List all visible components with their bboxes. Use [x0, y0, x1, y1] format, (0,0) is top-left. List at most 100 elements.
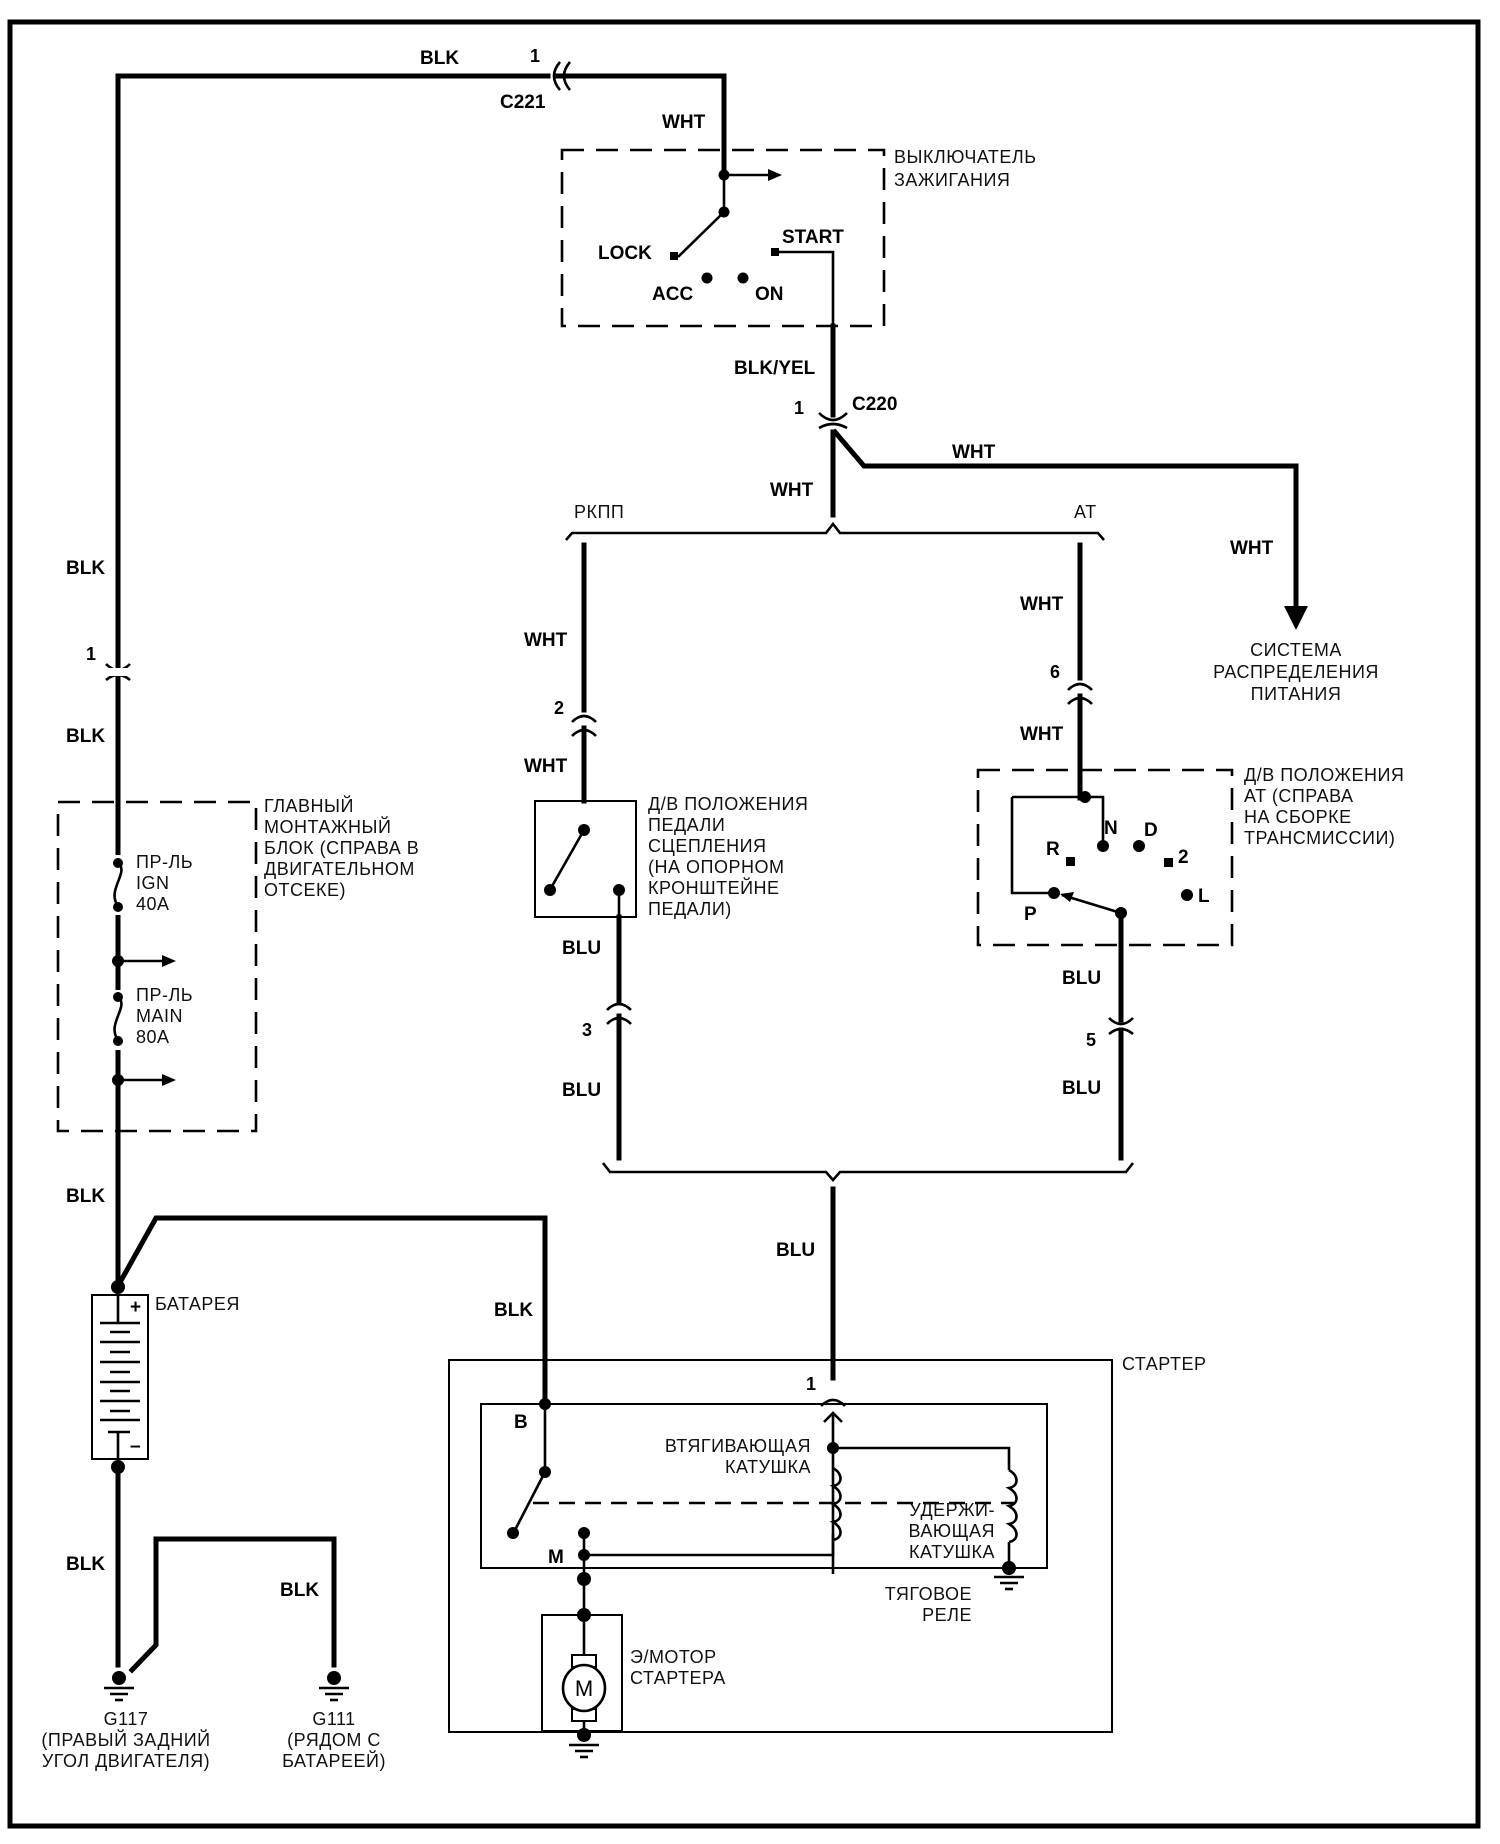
ign-pos-acc: ACC: [652, 284, 693, 305]
wire-label-blk-left-3: BLK: [66, 1186, 105, 1207]
wire-label-wht-clutch-2: WHT: [524, 756, 568, 777]
svg-text:РЕЛЕ: РЕЛЕ: [922, 1605, 972, 1625]
power-dist-line-1: СИСТЕМА: [1250, 640, 1342, 660]
svg-text:МОНТАЖНЫЙ: МОНТАЖНЫЙ: [264, 816, 391, 837]
svg-text:(ПРАВЫЙ ЗАДНИЙ: (ПРАВЫЙ ЗАДНИЙ: [41, 1729, 210, 1750]
at-position-switch: [976, 768, 1234, 947]
svg-text:IGN: IGN: [136, 873, 170, 893]
svg-text:ТЯГОВОЕ: ТЯГОВОЕ: [885, 1584, 972, 1604]
ign-pos-on: ON: [755, 284, 784, 305]
at-pos-d: D: [1144, 820, 1158, 841]
svg-text:КРОНШТЕЙНЕ: КРОНШТЕЙНЕ: [648, 877, 780, 898]
at-pos-r: R: [1046, 839, 1060, 860]
solenoid-box: [480, 1403, 1048, 1569]
wire-label-blu-clutch-1: BLU: [562, 938, 601, 959]
arrow-right-icon: [162, 955, 176, 967]
starter-motor-label: Э/МОТОР СТАРТЕРА: [630, 1647, 726, 1688]
clutch-top-pin: 2: [554, 698, 564, 718]
svg-text:MAIN: MAIN: [136, 1006, 183, 1026]
wire-label-wht-right: WHT: [952, 442, 996, 463]
wire-label-blk-top: BLK: [420, 48, 459, 69]
wire-label-blk-starter: BLK: [494, 1300, 533, 1321]
hold-coil-label: УДЕРЖИ- ВАЮЩАЯ КАТУШКА: [909, 1500, 995, 1562]
starter-terminal-m: M: [548, 1547, 564, 1568]
fuse-ign-label: ПР-ЛЬ IGN 40A: [136, 852, 193, 914]
wire-label-wht-at-1: WHT: [1020, 594, 1064, 615]
wire-label-blk-g111: BLK: [280, 1580, 319, 1601]
starter-assembly: [448, 1359, 1113, 1759]
arrow-right-icon: [768, 169, 782, 181]
ignition-switch-title-2: ЗАЖИГАНИЯ: [894, 170, 1010, 190]
c220-label: C220: [852, 394, 897, 415]
svg-text:(РЯДОМ С: (РЯДОМ С: [287, 1730, 381, 1750]
svg-text:КАТУШКА: КАТУШКА: [725, 1457, 811, 1477]
at-pos-n: N: [1104, 818, 1118, 839]
arrow-down-icon: [1284, 606, 1308, 630]
pull-in-coil-label: ВТЯГИВАЮЩАЯ КАТУШКА: [665, 1436, 811, 1477]
ign-pos-start: START: [782, 227, 844, 248]
svg-text:ПЕДАЛИ): ПЕДАЛИ): [648, 899, 732, 919]
svg-text:40A: 40A: [136, 894, 170, 914]
svg-text:БЛОК (СПРАВА В: БЛОК (СПРАВА В: [264, 838, 419, 858]
clutch-bottom-pin: 3: [582, 1020, 592, 1040]
battery-minus: –: [130, 1436, 141, 1457]
svg-text:Д/В ПОЛОЖЕНИЯ: Д/В ПОЛОЖЕНИЯ: [1244, 765, 1404, 785]
wire-blk-battery-to-starter: [114, 1215, 548, 1407]
at-bottom-pin: 5: [1086, 1030, 1096, 1050]
at-switch-description: Д/В ПОЛОЖЕНИЯ AT (СПРАВА НА СБОРКЕ ТРАНС…: [1244, 765, 1404, 848]
wire-label-wht-pd: WHT: [1230, 538, 1274, 559]
main-fuse-block: [56, 800, 258, 1133]
svg-text:80A: 80A: [136, 1027, 170, 1047]
starter-label: СТАРТЕР: [1122, 1354, 1207, 1374]
svg-text:ВАЮЩАЯ: ВАЮЩАЯ: [909, 1521, 995, 1541]
wire-label-wht-down: WHT: [770, 480, 814, 501]
at-pos-l: L: [1198, 886, 1210, 907]
wire-label-blu-at-1: BLU: [1062, 968, 1101, 989]
svg-text:G117: G117: [104, 1709, 149, 1729]
svg-text:НА СБОРКЕ: НА СБОРКЕ: [1244, 807, 1352, 827]
ground-g111-label: G111 (РЯДОМ С БАТАРЕЕЙ): [282, 1709, 386, 1771]
connector-c220: [818, 412, 848, 430]
svg-text:Д/В ПОЛОЖЕНИЯ: Д/В ПОЛОЖЕНИЯ: [648, 794, 808, 814]
svg-text:(НА ОПОРНОМ: (НА ОПОРНОМ: [648, 857, 784, 877]
svg-text:ПЕДАЛИ: ПЕДАЛИ: [648, 815, 725, 835]
svg-text:ТРАНСМИССИИ): ТРАНСМИССИИ): [1244, 828, 1395, 848]
svg-text:БАТАРЕЕЙ): БАТАРЕЕЙ): [282, 1750, 386, 1771]
clutch-switch-description: Д/В ПОЛОЖЕНИЯ ПЕДАЛИ СЦЕПЛЕНИЯ (НА ОПОРН…: [648, 794, 808, 919]
ignition-switch-title-1: ВЫКЛЮЧАТЕЛЬ: [894, 147, 1037, 167]
battery-plus: +: [130, 1297, 141, 1318]
starter-connector-pin: 1: [806, 1374, 816, 1394]
fuse-block-description: ГЛАВНЫЙ МОНТАЖНЫЙ БЛОК (СПРАВА В ДВИГАТЕ…: [264, 795, 419, 900]
wire-label-blu-clutch-2: BLU: [562, 1080, 601, 1101]
wire-label-wht-clutch-1: WHT: [524, 630, 568, 651]
svg-text:УГОЛ ДВИГАТЕЛЯ): УГОЛ ДВИГАТЕЛЯ): [42, 1751, 210, 1771]
motor-symbol: M: [575, 1676, 593, 1701]
left-connector-pin: 1: [86, 644, 96, 664]
wire-label-blu-starter: BLU: [776, 1240, 815, 1261]
at-pos-p: P: [1024, 904, 1037, 925]
wire-label-wht-ign: WHT: [662, 112, 706, 133]
c220-pin: 1: [794, 398, 804, 418]
svg-text:СТАРТЕРА: СТАРТЕРА: [630, 1668, 726, 1688]
wire-label-blu-at-2: BLU: [1062, 1078, 1101, 1099]
arrow-right-icon: [162, 1074, 176, 1086]
c221-label: C221: [500, 92, 546, 113]
ground-g117-icon: [104, 1671, 134, 1702]
svg-text:ПР-ЛЬ: ПР-ЛЬ: [136, 985, 193, 1005]
brace-top: [565, 521, 1105, 541]
brace-bottom: [601, 1162, 1135, 1182]
svg-text:ОТСЕКЕ): ОТСЕКЕ): [264, 880, 346, 900]
at-top-pin: 6: [1050, 662, 1060, 682]
svg-text:СЦЕПЛЕНИЯ: СЦЕПЛЕНИЯ: [648, 836, 767, 856]
svg-text:ВТЯГИВАЮЩАЯ: ВТЯГИВАЮЩАЯ: [665, 1436, 811, 1456]
wire-label-blk-left-2: BLK: [66, 726, 105, 747]
solenoid-label: ТЯГОВОЕ РЕЛЕ: [885, 1584, 972, 1625]
connector-c221: [552, 61, 572, 91]
svg-text:ПР-ЛЬ: ПР-ЛЬ: [136, 852, 193, 872]
ign-pos-lock: LOCK: [598, 243, 652, 264]
ground-g117-label: G117 (ПРАВЫЙ ЗАДНИЙ УГОЛ ДВИГАТЕЛЯ): [41, 1709, 210, 1771]
branch-manual-label: РКПП: [574, 502, 624, 522]
wire-label-blk-g117: BLK: [66, 1554, 105, 1575]
c221-pin: 1: [530, 46, 540, 66]
